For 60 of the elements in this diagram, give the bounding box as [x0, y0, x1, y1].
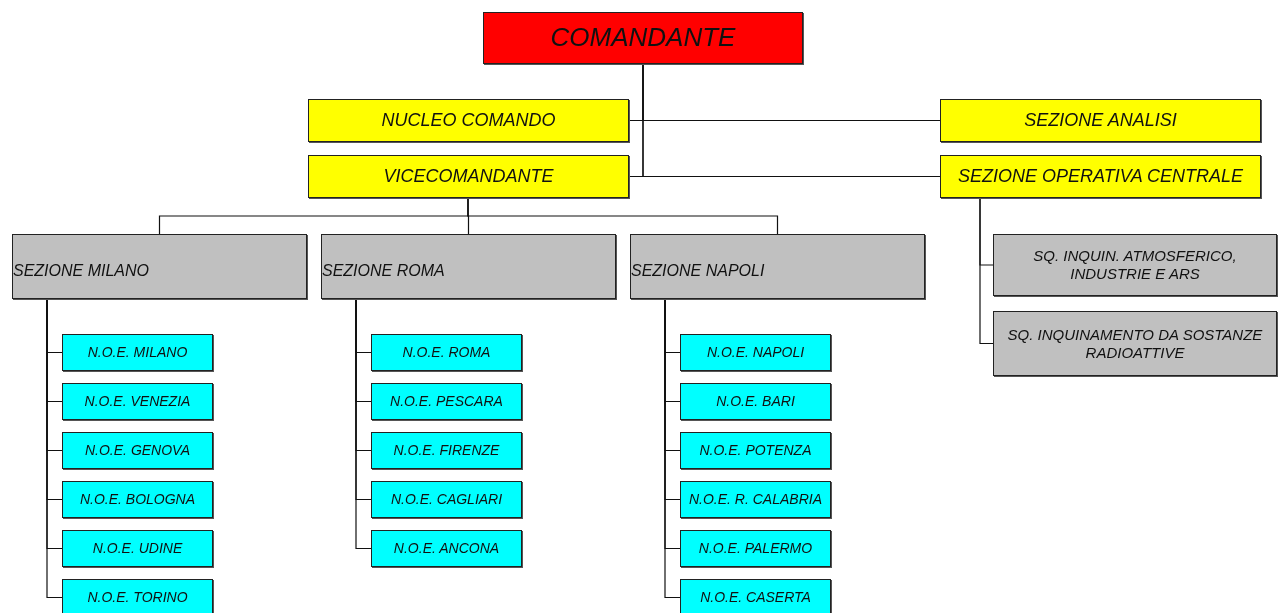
node-label: N.O.E. R. CALABRIA	[688, 491, 822, 508]
office-box	[940, 155, 1261, 198]
node-label: SEZIONE ROMA	[322, 260, 445, 281]
unit-box	[680, 481, 831, 518]
connector-line	[355, 298, 372, 550]
unit-box	[680, 530, 831, 567]
node-label: N.O.E. TORINO	[87, 589, 188, 606]
node-label: N.O.E. CAGLIARI	[390, 491, 503, 508]
squad-box	[993, 311, 1277, 376]
node-label: N.O.E. VENEZIA	[84, 393, 191, 410]
unit-box	[62, 481, 213, 518]
unit-box	[680, 432, 831, 469]
section-box	[321, 234, 616, 299]
node-label: N.O.E. CASERTA	[700, 589, 811, 606]
office-box	[308, 155, 629, 198]
connector-line	[664, 298, 681, 599]
section-box	[12, 234, 307, 299]
node-label: SEZIONE NAPOLI	[631, 260, 765, 281]
connector-line	[46, 298, 63, 599]
connector-line	[642, 63, 941, 178]
node-label: N.O.E. PALERMO	[698, 540, 813, 557]
node-label: N.O.E. FIRENZE	[393, 442, 500, 459]
unit-box	[62, 530, 213, 567]
node-label: N.O.E. BOLOGNA	[79, 491, 196, 508]
connector-line	[467, 197, 779, 235]
unit-box	[371, 383, 522, 420]
node-label: N.O.E. GENOVA	[85, 442, 190, 459]
unit-box	[62, 383, 213, 420]
node-label: VICECOMANDANTE	[383, 165, 554, 188]
unit-box	[371, 432, 522, 469]
node-label: SQ. INQUIN. ATMOSFERICO, INDUSTRIE E ARS	[1032, 247, 1238, 283]
commander-box	[483, 12, 803, 64]
squad-box	[993, 234, 1277, 296]
node-label: SQ. INQUINAMENTO DA SOSTANZE RADIOATTIVE	[1006, 325, 1264, 362]
unit-box	[62, 579, 213, 613]
node-label: COMANDANTE	[550, 22, 736, 54]
unit-box	[371, 334, 522, 371]
unit-box	[680, 334, 831, 371]
office-box	[940, 99, 1261, 142]
unit-box	[371, 530, 522, 567]
node-label: SEZIONE OPERATIVA CENTRALE	[957, 165, 1244, 188]
node-label: N.O.E. NAPOLI	[706, 344, 805, 361]
node-label: SEZIONE MILANO	[13, 260, 150, 281]
node-label: N.O.E. ROMA	[402, 344, 491, 361]
node-label: N.O.E. BARI	[716, 393, 795, 410]
node-label: N.O.E. POTENZA	[699, 442, 812, 459]
unit-box	[62, 432, 213, 469]
unit-box	[680, 383, 831, 420]
section-box	[630, 234, 925, 299]
node-label: N.O.E. UDINE	[92, 540, 183, 557]
connector-line	[979, 197, 994, 345]
office-box	[308, 99, 629, 142]
node-label: N.O.E. ANCONA	[393, 540, 500, 557]
node-label: N.O.E. MILANO	[87, 344, 188, 361]
unit-box	[680, 579, 831, 613]
node-label: SEZIONE ANALISI	[1024, 109, 1177, 132]
unit-box	[371, 481, 522, 518]
unit-box	[62, 334, 213, 371]
node-label: NUCLEO COMANDO	[381, 109, 556, 132]
node-label: N.O.E. PESCARA	[390, 393, 503, 410]
